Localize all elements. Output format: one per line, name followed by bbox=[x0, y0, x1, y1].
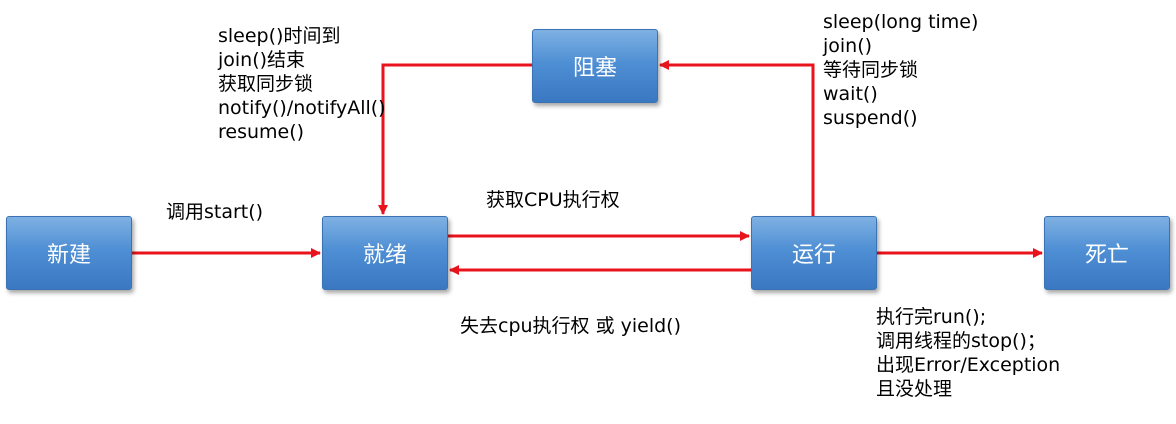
death-condition: 且没处理 bbox=[876, 378, 953, 400]
state-dead: 死亡 bbox=[1044, 216, 1170, 290]
death-conditions: 执行完run(); 调用线程的stop()； 出现Error/Exception… bbox=[876, 305, 1060, 401]
transition-label-start: 调用start() bbox=[166, 201, 264, 223]
block-condition: wait() bbox=[823, 83, 878, 105]
state-new: 新建 bbox=[6, 216, 132, 290]
state-dead-label: 死亡 bbox=[1084, 243, 1129, 268]
block-conditions: sleep(long time) join() 等待同步锁 wait() sus… bbox=[823, 10, 978, 130]
state-running: 运行 bbox=[751, 216, 877, 290]
state-blocked-label: 阻塞 bbox=[572, 56, 617, 81]
death-condition: 出现Error/Exception bbox=[876, 354, 1061, 376]
unblock-condition: join()结束 bbox=[218, 49, 306, 71]
state-running-label: 运行 bbox=[791, 243, 836, 268]
arrow-running-to-blocked bbox=[659, 60, 815, 216]
transition-label-get-cpu: 获取CPU执行权 bbox=[486, 189, 620, 211]
unblock-condition: sleep()时间到 bbox=[218, 25, 341, 47]
block-condition: suspend() bbox=[823, 107, 918, 129]
block-condition: 等待同步锁 bbox=[823, 59, 919, 81]
unblock-condition: notify()/notifyAll() bbox=[218, 97, 386, 119]
state-new-label: 新建 bbox=[46, 243, 91, 268]
block-condition: join() bbox=[823, 35, 873, 57]
transition-label-lose-cpu: 失去cpu执行权 或 yield() bbox=[460, 315, 682, 337]
state-ready-label: 就绪 bbox=[362, 243, 407, 268]
state-ready: 就绪 bbox=[322, 216, 448, 290]
death-condition: 调用线程的stop()； bbox=[876, 330, 1046, 352]
unblock-condition: resume() bbox=[218, 121, 305, 143]
state-blocked: 阻塞 bbox=[532, 29, 658, 103]
death-condition: 执行完run(); bbox=[876, 306, 987, 328]
unblock-conditions: sleep()时间到 join()结束 获取同步锁 notify()/notif… bbox=[218, 24, 386, 144]
arrow-blocked-to-ready bbox=[378, 63, 532, 215]
block-condition: sleep(long time) bbox=[823, 11, 979, 33]
unblock-condition: 获取同步锁 bbox=[218, 73, 314, 95]
